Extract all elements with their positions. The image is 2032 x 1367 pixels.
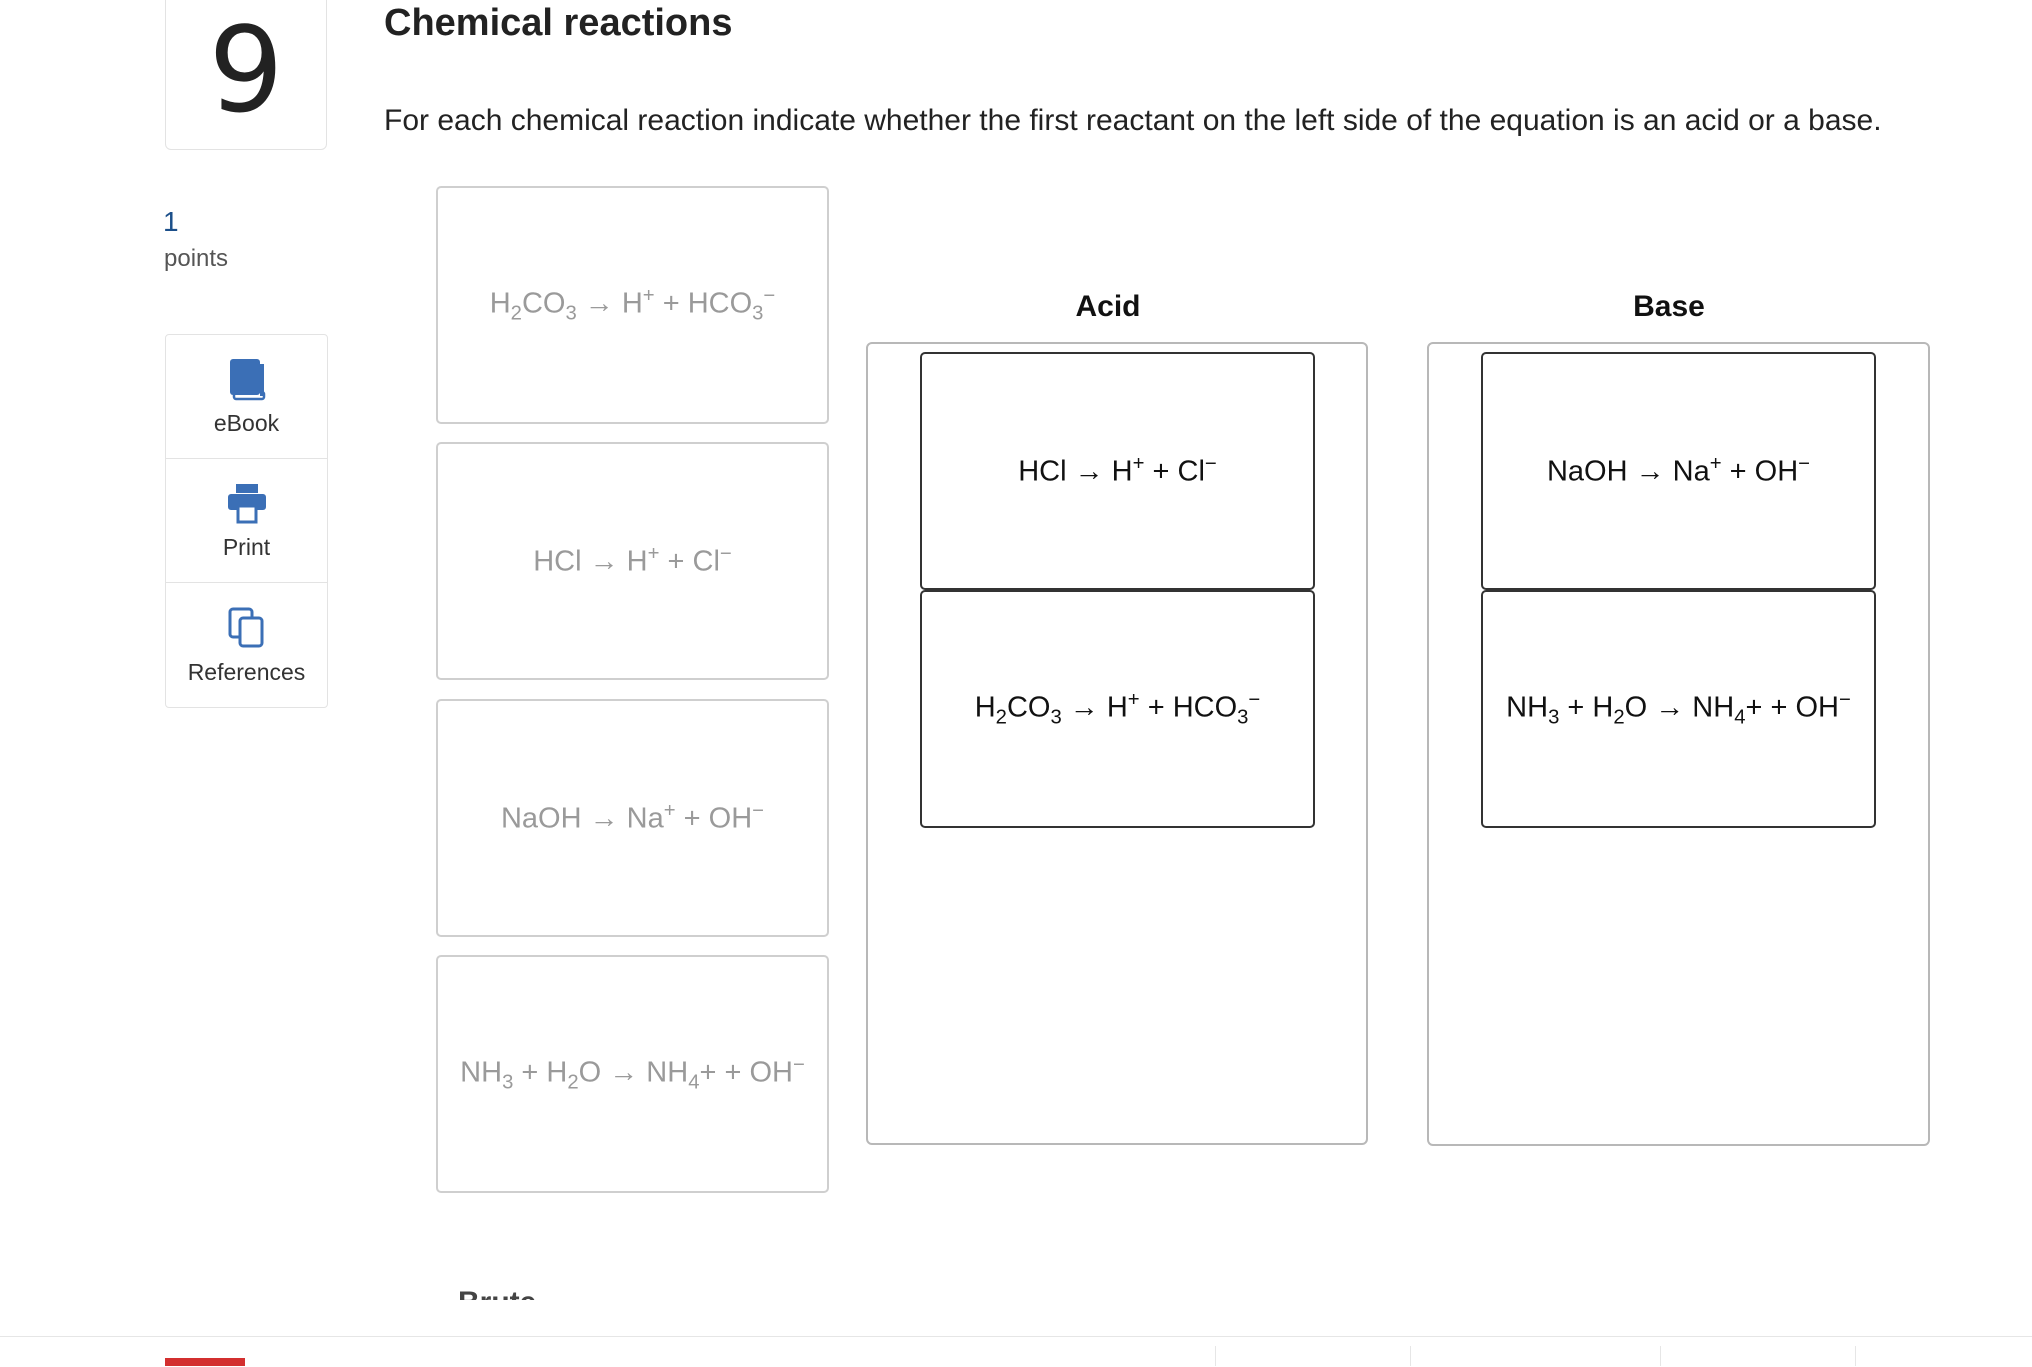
acid-card-h2co3[interactable]: H2CO3 → H+ + HCO3− <box>920 590 1315 828</box>
points-label: points <box>164 245 229 272</box>
copy-icon <box>228 607 263 647</box>
tools-panel: eBook Print References <box>165 334 328 708</box>
footer-divider <box>1410 1346 1411 1366</box>
reaction-text: NaOH → Na+ + OH− <box>500 800 765 835</box>
references-label: References <box>187 658 306 685</box>
reaction-text: NH3 + H2O → NH4+ + OH− <box>460 1053 805 1094</box>
reaction-text: H2CO3 → H+ + HCO3− <box>489 284 776 325</box>
references-button[interactable]: References <box>166 583 327 707</box>
question-prompt: For each chemical reaction indicate whet… <box>384 104 1882 137</box>
base-card-nh3[interactable]: NH3 + H2O → NH4+ + OH− <box>1481 590 1876 828</box>
footer-divider <box>1855 1346 1856 1366</box>
reaction-text: HCl → H+ + Cl− <box>533 543 732 578</box>
print-label: Print <box>222 534 271 560</box>
footer-bar <box>0 1336 2032 1367</box>
footer-divider <box>1215 1346 1216 1366</box>
base-column-header: Base <box>1633 290 1705 323</box>
brand-logo <box>165 1358 245 1366</box>
reaction-text: H2CO3 → H+ + HCO3− <box>974 688 1261 729</box>
book-icon <box>229 359 265 401</box>
question-number: 9 <box>165 0 327 150</box>
source-card-h2co3[interactable]: H2CO3 → H+ + HCO3− <box>436 186 829 424</box>
question-title: Chemical reactions <box>384 2 733 44</box>
ebook-button[interactable]: eBook <box>166 335 327 459</box>
acid-column-header: Acid <box>1075 290 1141 323</box>
ebook-label: eBook <box>213 410 280 436</box>
points-value: 1 <box>163 206 179 237</box>
reaction-text: NH3 + H2O → NH4+ + OH− <box>1506 688 1851 729</box>
reaction-text: NaOH → Na+ + OH− <box>1546 453 1811 488</box>
acid-card-hcl[interactable]: HCl → H+ + Cl− <box>920 352 1315 590</box>
source-card-nh3[interactable]: NH3 + H2O → NH4+ + OH− <box>436 955 829 1193</box>
printer-icon <box>227 484 266 524</box>
base-card-naoh[interactable]: NaOH → Na+ + OH− <box>1481 352 1876 590</box>
source-card-hcl[interactable]: HCl → H+ + Cl− <box>436 442 829 680</box>
next-section-heading: Brute <box>458 1286 536 1300</box>
print-button[interactable]: Print <box>166 459 327 583</box>
reaction-text: HCl → H+ + Cl− <box>1018 453 1217 488</box>
source-card-naoh[interactable]: NaOH → Na+ + OH− <box>436 699 829 937</box>
footer-divider <box>1660 1346 1661 1366</box>
